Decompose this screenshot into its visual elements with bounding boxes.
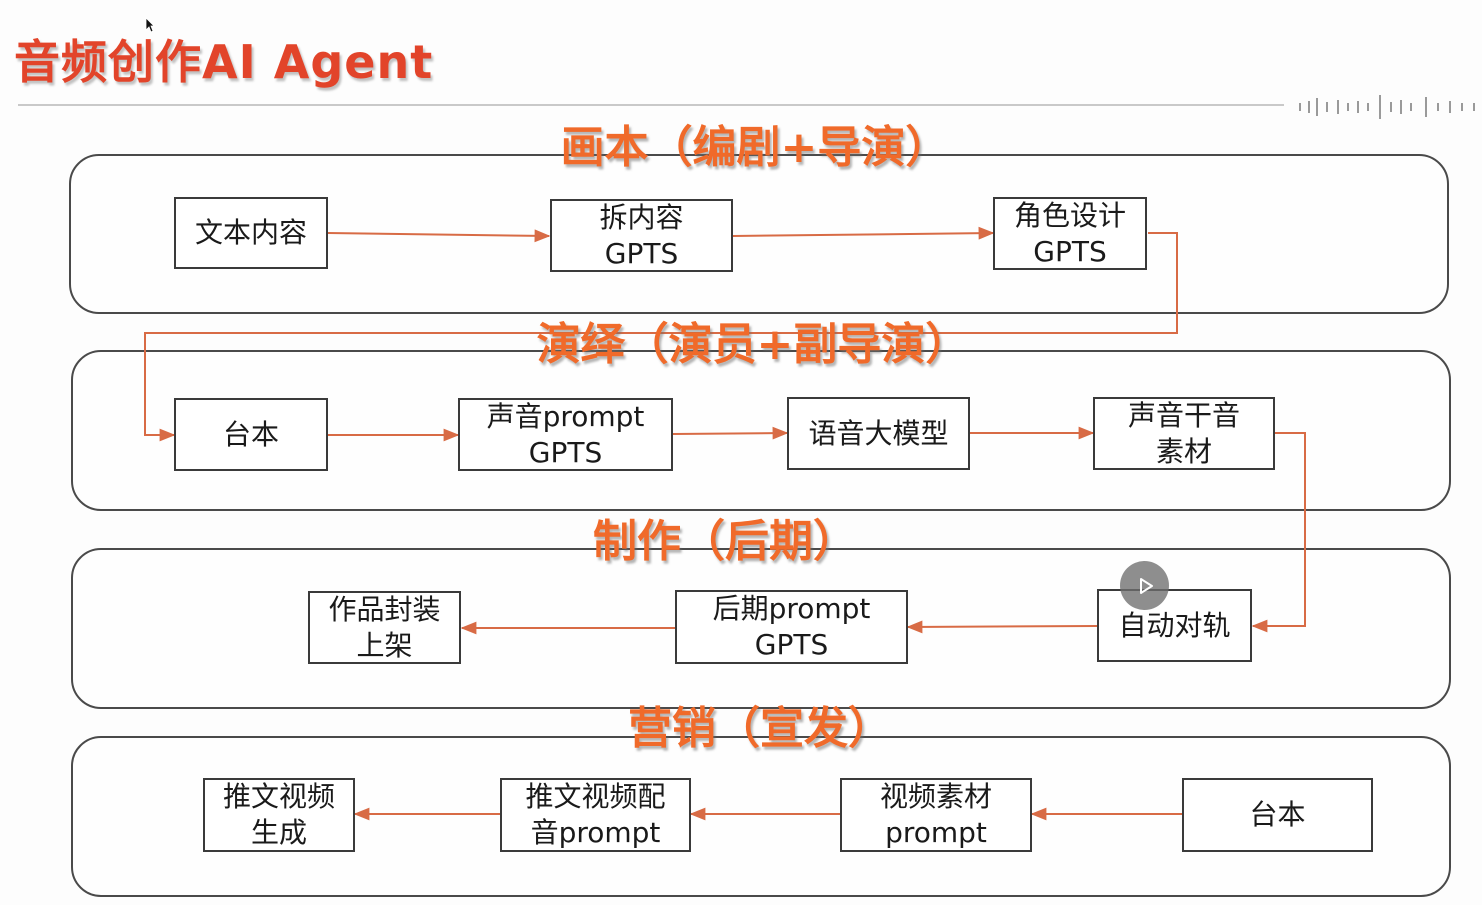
page-title: 音频创作AI Agent [14,35,434,89]
node-label: GPTS [604,236,679,270]
title-divider [18,104,1284,106]
node-label: GPTS [754,628,829,661]
connector-role-to-script [144,232,1178,442]
node-label: 台本 [1249,798,1306,831]
node-label: 台本 [222,417,279,451]
section-title-marketing: 营销（宣发） [628,703,892,754]
node-label: 语音大模型 [808,416,949,450]
node-label: prompt [885,816,987,849]
node-package-publish: 作品封装 上架 [308,591,461,664]
node-label: 拆内容 [599,200,684,234]
node-label: 生成 [250,816,307,849]
node-label: 声音prompt [486,399,645,433]
node-script: 台本 [174,398,328,471]
play-icon [1139,577,1153,594]
connector-autoalign-to-postprompt [906,620,1098,634]
node-label: 自动对轨 [1118,608,1231,642]
connector-voiceprompt-to-tts [672,426,789,440]
node-dry-voice-material: 声音干音 素材 [1093,397,1275,470]
node-label: 推文视频 [222,780,335,813]
node-label: 推文视频配 [525,780,666,813]
node-text-content: 文本内容 [174,197,328,269]
node-post-prompt-gpts: 后期prompt GPTS [675,590,908,664]
node-promo-dub-prompt: 推文视频配 音prompt [500,778,691,852]
node-label: 后期prompt [712,592,871,625]
node-script-marketing: 台本 [1182,778,1373,852]
node-label: 作品封装 [328,592,441,626]
node-split-content-gpts: 拆内容 GPTS [550,199,733,272]
node-label: 视频素材 [879,780,992,813]
cursor-icon [145,17,155,37]
audio-ticks-decoration [1299,95,1475,119]
node-voice-prompt-gpts: 声音prompt GPTS [458,398,673,471]
node-label: 文本内容 [194,216,307,249]
node-promo-video-generate: 推文视频 生成 [203,778,355,852]
node-speech-model: 语音大模型 [787,397,970,470]
node-label: 角色设计 [1013,198,1126,232]
node-label: GPTS [528,435,603,469]
node-label: 声音干音 [1127,398,1240,432]
connector-text-to-split [327,229,551,243]
node-label: 上架 [356,628,413,662]
connector-split-to-role [732,226,995,240]
node-label: 素材 [1155,434,1212,468]
node-label: 音prompt [530,816,661,849]
play-button[interactable] [1120,561,1169,610]
section-title-performance: 演绎（演员+副导演） [536,319,970,370]
section-title-production: 制作（后期） [593,516,857,567]
node-role-design-gpts: 角色设计 GPTS [993,197,1147,270]
node-video-material-prompt: 视频素材 prompt [840,778,1032,852]
node-auto-align: 自动对轨 [1097,589,1252,662]
connector-dryaudio-to-autoalign [1251,432,1306,633]
section-title-script: 画本（编剧+导演） [560,122,950,173]
node-label: GPTS [1033,234,1107,268]
